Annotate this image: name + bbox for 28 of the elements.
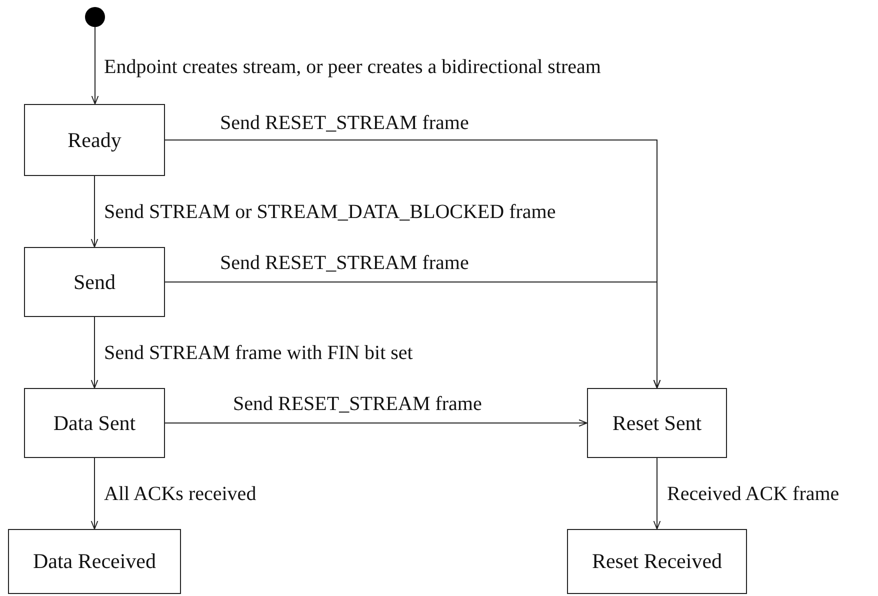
edge-label: Send RESET_STREAM frame (233, 392, 482, 416)
edge-label: Send RESET_STREAM frame (220, 111, 469, 135)
state-name: Send (74, 270, 116, 294)
edge-label: Send RESET_STREAM frame (220, 251, 469, 275)
arrow (90, 316, 98, 388)
state-name: Data Received (32, 549, 156, 574)
state-name: Reset Received (592, 549, 722, 574)
state-box (587, 388, 727, 458)
arrow (91, 26, 99, 104)
edge-label: All ACKs received (104, 482, 256, 506)
state-box (567, 529, 747, 594)
state-box (8, 529, 181, 594)
edge-label: Send STREAM or STREAM_DATA_BLOCKED frame (104, 200, 556, 224)
arrow (90, 176, 98, 248)
arrow (90, 458, 98, 530)
arrow (653, 458, 661, 530)
state-name: Reset Sent (612, 410, 702, 436)
edge-label: Send STREAM frame with FIN bit set (104, 341, 413, 365)
initial-state-dot (85, 7, 105, 27)
edge-label: Endpoint creates stream, or peer creates a bidirectional stream (104, 55, 601, 79)
state-name: Data Sent (53, 410, 136, 436)
edge-label: Received ACK frame (667, 482, 840, 506)
arrow (164, 419, 588, 427)
state-name: Ready (68, 128, 122, 152)
arrow (164, 282, 661, 388)
state-box (24, 388, 165, 458)
state-box (24, 247, 165, 317)
state-box (24, 104, 165, 176)
